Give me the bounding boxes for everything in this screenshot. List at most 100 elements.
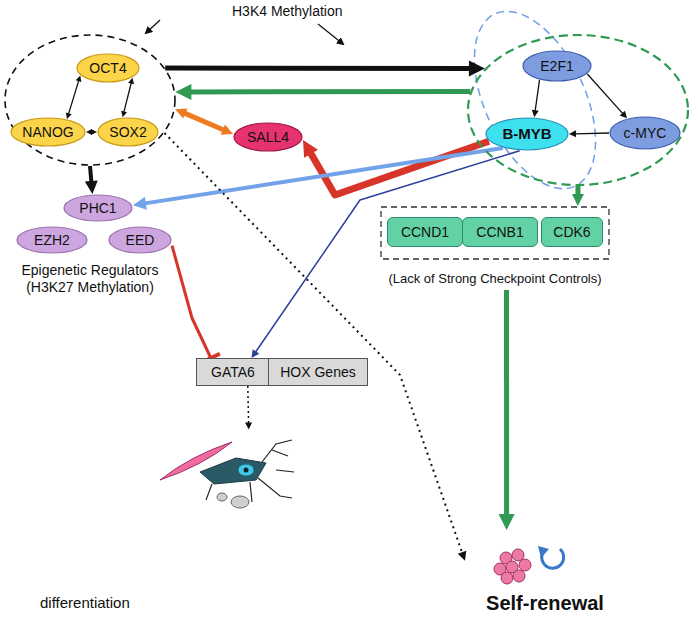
gene-box: CCND1	[387, 217, 463, 247]
connector	[165, 61, 485, 77]
self-renewal-icon	[494, 549, 531, 584]
node-label: HOX Genes	[280, 364, 355, 380]
connector-line	[247, 386, 249, 424]
arrowhead	[469, 61, 485, 77]
arrowhead	[245, 422, 252, 429]
arrowhead	[458, 551, 466, 561]
node-label: E2F1	[540, 58, 573, 74]
ellipse-shape	[11, 118, 85, 146]
ellipse-shape	[523, 51, 591, 81]
connector	[175, 84, 470, 100]
connector-line	[143, 148, 503, 204]
arrowhead	[252, 349, 260, 358]
factor-ellipse: OCT4	[76, 53, 140, 83]
arrowhead	[133, 197, 147, 210]
connector	[121, 78, 134, 118]
cycle-arrow	[538, 546, 564, 568]
node-label: SOX2	[109, 124, 146, 140]
connector-line	[172, 246, 211, 358]
node-label: EED	[126, 232, 155, 248]
connector	[572, 186, 584, 206]
arrowhead	[569, 130, 576, 137]
node-label: CCND1	[401, 224, 449, 240]
connector-line	[183, 113, 225, 131]
connector-line	[587, 74, 623, 114]
ellipse-shape	[610, 117, 680, 149]
gene-box: CCNB1	[462, 217, 538, 247]
node-label: SALL4	[247, 129, 289, 145]
connector	[66, 76, 82, 120]
node-label: EZH2	[34, 232, 70, 248]
connector	[172, 246, 220, 363]
connector	[86, 129, 97, 135]
arrowhead	[499, 514, 515, 530]
node-label: GATA6	[211, 364, 255, 380]
arrowhead	[76, 76, 82, 83]
connector	[245, 386, 252, 430]
node-label: (Lack of Strong Checkpoint Controls)	[388, 272, 601, 287]
node-label: differentiation	[40, 594, 130, 611]
arrowhead	[221, 125, 233, 135]
arrowhead	[572, 194, 584, 206]
connector	[532, 80, 540, 117]
arrowhead	[66, 112, 72, 119]
connector-line	[165, 66, 472, 72]
arrowhead	[532, 110, 539, 117]
ellipse-shape	[468, 35, 688, 185]
factor-ellipse: NANOG	[10, 117, 86, 147]
arrowhead	[175, 84, 191, 100]
factor-ellipse: SALL4	[233, 122, 303, 152]
cyclin-group: (Lack of Strong Checkpoint Controls) CCND…	[380, 206, 610, 290]
connector	[252, 151, 520, 358]
factor-ellipse: c-MYC	[609, 116, 681, 150]
node-label: NANOG	[22, 124, 73, 140]
node-label: OCT4	[89, 60, 126, 76]
connector	[175, 108, 233, 134]
connector	[85, 166, 98, 194]
outcome: Self-renewal	[465, 530, 625, 618]
differentiation-icon	[160, 440, 294, 508]
connector-line	[504, 290, 509, 517]
connector-line	[575, 132, 609, 134]
ellipse-shape	[98, 118, 158, 146]
factor-ellipse: B-MYB	[485, 117, 569, 151]
arrowhead	[620, 111, 627, 119]
node-label: B-MYB	[502, 125, 551, 142]
bmyb-region	[450, 0, 621, 207]
node-label: Self-renewal	[486, 592, 604, 615]
gene-box: CDK6	[541, 217, 603, 247]
cell-cycle-group: E2F1B-MYB c-MYC	[467, 34, 689, 186]
node-label: PHC1	[79, 200, 116, 216]
connector	[133, 148, 503, 210]
connector-line	[164, 133, 462, 554]
gene-box: HOX Genes	[268, 358, 368, 386]
connector	[587, 74, 627, 118]
regulator-ellipse: EED	[108, 226, 172, 254]
connector-line	[535, 80, 539, 112]
factor-ellipse: E2F1	[522, 50, 592, 82]
ellipse-shape	[17, 227, 87, 253]
connector	[569, 130, 609, 137]
gene-box: GATA6	[196, 358, 270, 386]
dashed-frame	[381, 207, 609, 259]
node-label: CCNB1	[476, 224, 523, 240]
connector	[303, 140, 489, 195]
ellipse-shape	[109, 227, 171, 253]
factor-ellipse: SOX2	[97, 117, 159, 147]
arrowhead	[85, 180, 98, 194]
arrowhead	[175, 108, 187, 118]
connector	[164, 133, 466, 561]
node-label: CDK6	[553, 224, 590, 240]
arrowhead	[303, 140, 318, 158]
core-network-group: OCT4NANOG SOX2	[4, 34, 176, 166]
arrowhead	[86, 129, 92, 135]
connector-line	[90, 166, 92, 184]
leader-arrow	[318, 24, 343, 44]
outcome: differentiation	[30, 430, 300, 615]
node-outline	[4, 34, 176, 166]
ellipse-shape	[5, 35, 175, 165]
regulator-ellipse: EZH2	[16, 226, 88, 254]
annotation: H3K4 Methylation	[232, 3, 362, 20]
